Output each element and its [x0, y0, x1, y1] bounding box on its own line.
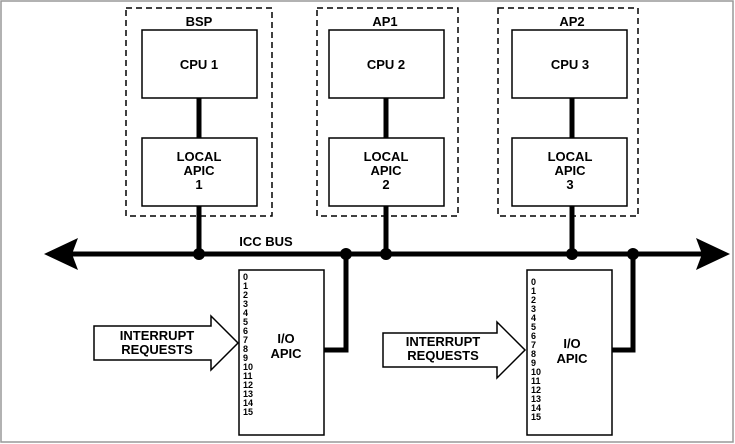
pin-label: 10	[531, 367, 541, 377]
pin-label: 15	[243, 407, 253, 417]
group-label: AP2	[559, 14, 584, 29]
interrupt-label-line-2: REQUESTS	[121, 342, 193, 357]
local-apic-label-line-2: APIC	[554, 163, 586, 178]
pin-label: 1	[243, 281, 248, 291]
pin-label: 6	[531, 331, 536, 341]
interrupt-arrow	[93, 314, 240, 372]
io-apic-box	[526, 269, 613, 436]
cpu-label: CPU 1	[180, 57, 218, 72]
pin-labels: 0 1 2 3 4 5 6 7 8 9 10 11 12 13 14 15	[243, 272, 253, 417]
pin-label: 9	[243, 353, 248, 363]
interrupt-label-line-1: INTERRUPT	[120, 328, 194, 343]
local-apic-label-line-1: LOCAL	[364, 149, 409, 164]
group-label: BSP	[186, 14, 213, 29]
interrupt-label-line-1: INTERRUPT	[406, 334, 480, 349]
pin-label: 13	[243, 389, 253, 399]
cpu-label: CPU 2	[367, 57, 405, 72]
local-apic-label-line-3: 3	[566, 177, 573, 192]
local-apic-box	[141, 137, 258, 207]
pin-label: 9	[531, 358, 536, 368]
local-apic-box	[511, 137, 628, 207]
bus-label: ICC BUS	[239, 234, 293, 249]
interrupt-arrow	[382, 320, 527, 380]
pin-label: 7	[243, 335, 248, 345]
interrupt-label-line-2: REQUESTS	[407, 348, 479, 363]
local-apic-label-line-1: LOCAL	[548, 149, 593, 164]
pin-label: 8	[243, 344, 248, 354]
local-apic-label-line-3: 2	[382, 177, 389, 192]
io-apic-label-line-1: I/O	[277, 331, 294, 346]
cpu-box	[511, 29, 628, 99]
io-apic-label-line-2: APIC	[270, 346, 302, 361]
io-apic-label-line-2: APIC	[556, 351, 588, 366]
group-dashed-border	[316, 7, 459, 217]
pin-label: 0	[531, 277, 536, 287]
pin-label: 3	[531, 304, 536, 314]
pin-label: 8	[531, 349, 536, 359]
pin-label: 12	[243, 380, 253, 390]
pin-label: 14	[531, 403, 541, 413]
pin-label: 14	[243, 398, 253, 408]
pin-label: 10	[243, 362, 253, 372]
io-apic-1: 0 1 2 3 4 5 6 7 8 9 10 11 12 13 14 15 I/…	[93, 248, 352, 436]
pin-label: 5	[531, 322, 536, 332]
pin-label: 1	[531, 286, 536, 296]
processor-group-bsp: BSP CPU 1 LOCAL APIC 1	[125, 7, 273, 260]
pin-label: 4	[243, 308, 248, 318]
local-apic-label-line-3: 1	[195, 177, 202, 192]
io-apic-label-line-1: I/O	[563, 336, 580, 351]
local-apic-label-line-2: APIC	[370, 163, 402, 178]
bus-arrowhead-right	[696, 238, 730, 270]
processor-group-ap1: AP1 CPU 2 LOCAL APIC 2	[316, 7, 459, 260]
io-apic-bus-link	[324, 250, 349, 353]
processor-group-ap2: AP2 CPU 3 LOCAL APIC 3	[497, 7, 639, 260]
pin-label: 15	[531, 412, 541, 422]
pin-label: 3	[243, 299, 248, 309]
bus-junction-dot	[627, 248, 639, 260]
group-label: AP1	[372, 14, 397, 29]
local-apic-label-line-2: APIC	[183, 163, 215, 178]
cpu-box	[141, 29, 258, 99]
pin-label: 13	[531, 394, 541, 404]
pin-label: 4	[531, 313, 536, 323]
bus-junction-dot	[340, 248, 352, 260]
pin-label: 2	[243, 290, 248, 300]
io-apic-2: 0 1 2 3 4 5 6 7 8 9 10 11 12 13 14 15 I/…	[382, 248, 639, 436]
local-apic-label-line-1: LOCAL	[177, 149, 222, 164]
pin-label: 7	[531, 340, 536, 350]
pin-label: 5	[243, 317, 248, 327]
pin-label: 12	[531, 385, 541, 395]
pin-label: 6	[243, 326, 248, 336]
pin-label: 11	[243, 371, 253, 381]
cpu-label: CPU 3	[551, 57, 589, 72]
bus-arrowhead-left	[44, 238, 78, 270]
icc-bus: ICC BUS	[44, 234, 730, 270]
pin-label: 0	[243, 272, 248, 282]
pin-labels: 0 1 2 3 4 5 6 7 8 9 10 11 12 13 14 15	[531, 277, 541, 422]
group-dashed-border	[497, 7, 639, 217]
cpu-box	[328, 29, 445, 99]
pin-label: 2	[531, 295, 536, 305]
pin-label: 11	[531, 376, 541, 386]
group-dashed-border	[125, 7, 273, 217]
local-apic-box	[328, 137, 445, 207]
io-apic-bus-link	[612, 250, 636, 353]
